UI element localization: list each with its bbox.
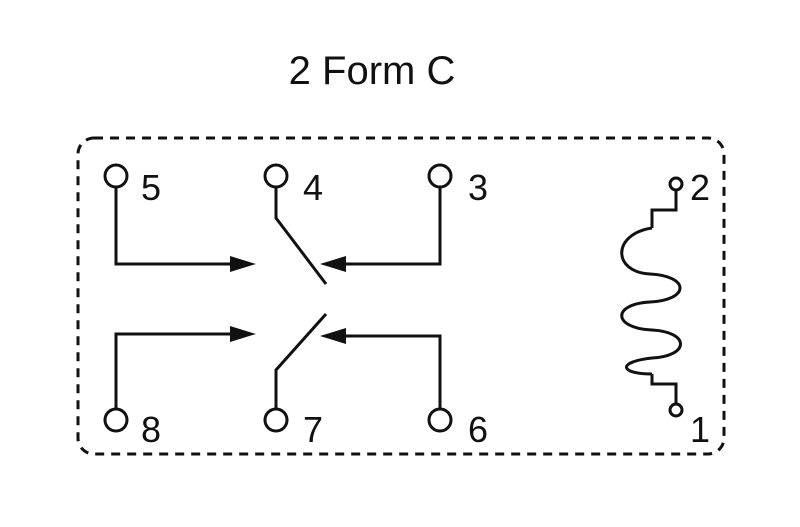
pin-label-4: 4: [303, 167, 323, 208]
pin-label-2: 2: [690, 167, 710, 208]
diagram-title: 2 Form C: [289, 49, 456, 93]
arrow-icon: [320, 256, 346, 272]
terminal-3: [427, 163, 453, 189]
pin-label-8: 8: [141, 409, 161, 450]
relay-coil-icon: [620, 190, 682, 404]
terminal-2: [668, 176, 684, 192]
terminal-4: [263, 163, 289, 189]
pin-label-5: 5: [141, 167, 161, 208]
pin-label-3: 3: [468, 167, 488, 208]
wire-pin-6: [334, 334, 442, 410]
lower-contact-set: [114, 313, 442, 410]
pin-label-1: 1: [690, 409, 710, 450]
terminal-6: [427, 407, 453, 433]
wire-pin-3: [334, 186, 442, 266]
terminal-1: [668, 402, 684, 418]
wire-pin-5: [114, 186, 232, 266]
terminal-7: [263, 407, 289, 433]
arrow-icon: [230, 256, 256, 272]
arrow-icon: [320, 328, 346, 344]
pin-label-6: 6: [468, 409, 488, 450]
switch-contact-icon: [274, 313, 328, 410]
terminal-8: [103, 407, 129, 433]
upper-contact-set: [114, 186, 442, 285]
wire-pin-8: [114, 332, 232, 410]
terminal-5: [103, 163, 129, 189]
package-outline: [76, 136, 726, 456]
switch-contact-icon: [274, 186, 328, 285]
arrow-icon: [230, 326, 256, 342]
pin-label-7: 7: [303, 409, 323, 450]
